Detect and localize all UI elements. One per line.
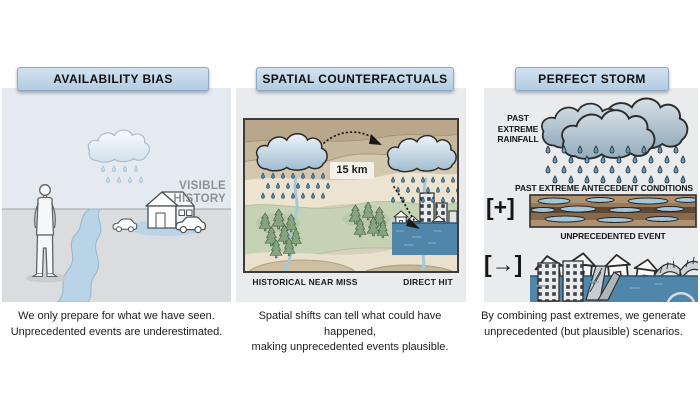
caption-line: unprecedented (but plausible) scenarios. bbox=[484, 325, 683, 338]
house-icon bbox=[145, 191, 195, 229]
plus-operator: [+] bbox=[486, 194, 515, 220]
caption-line: making unprecedented events plausible. bbox=[251, 341, 449, 353]
past-extreme-rainfall-label: PAST EXTREME RAINFALL bbox=[497, 113, 539, 144]
river-icon bbox=[57, 208, 102, 302]
historical-near-miss-label: HISTORICAL NEAR MISS bbox=[252, 277, 358, 287]
arrow-operator: [→] bbox=[484, 251, 523, 277]
caption-perfect-storm: By combining past extremes, we generate … bbox=[467, 309, 700, 340]
caption-availability-bias: We only prepare for what we have seen. U… bbox=[0, 309, 233, 340]
terrain-map-icon bbox=[243, 118, 459, 273]
availability-bias-illustration bbox=[2, 88, 231, 302]
panel-header-perfect-storm: PERFECT STORM bbox=[515, 67, 669, 91]
dashed-shift-arrow-icon bbox=[323, 131, 420, 229]
person-icon bbox=[26, 184, 68, 283]
caption-line: Spatial shifts can tell what could have … bbox=[258, 310, 442, 338]
perfect-storm-illustration bbox=[529, 97, 698, 302]
distance-label: 15 km bbox=[330, 162, 374, 179]
visible-history-annotation: VISIBLE HISTORY bbox=[142, 180, 226, 205]
caption-line: By combining past extremes, we generate bbox=[481, 310, 686, 322]
caption-line: Unprecedented events are underestimated. bbox=[10, 325, 223, 338]
flood-water bbox=[392, 223, 458, 255]
flooded-buildings-icon bbox=[530, 251, 698, 302]
caption-line: We only prepare for what we have seen. bbox=[18, 310, 215, 322]
panel-header-availability-bias: AVAILABILITY BIAS bbox=[17, 67, 209, 91]
bridge-icon bbox=[679, 260, 698, 280]
antecedent-conditions-label: PAST EXTREME ANTECEDENT CONDITIONS bbox=[515, 183, 693, 193]
panel-availability-bias: VISIBLE HISTORY bbox=[2, 88, 231, 302]
annotation-line1: VISIBLE bbox=[179, 180, 226, 192]
annotation-line2: HISTORY bbox=[173, 192, 226, 205]
panel-header-spatial-counterfactuals: SPATIAL COUNTERFACTUALS bbox=[256, 67, 454, 91]
unprecedented-event-label: UNPRECEDENTED EVENT bbox=[560, 231, 666, 241]
spatial-counterfactuals-illustration bbox=[243, 118, 459, 273]
panel-perfect-storm: PAST EXTREME RAINFALL PAST EXTREME ANTEC… bbox=[484, 88, 698, 302]
caption-spatial-counterfactuals: Spatial shifts can tell what could have … bbox=[233, 309, 467, 356]
flooded-city-icon bbox=[392, 192, 458, 255]
panel-spatial-counterfactuals: 15 km HISTORICAL NEAR MISS DIRECT HIT bbox=[236, 88, 466, 302]
wet-soil-icon bbox=[529, 194, 697, 228]
map-border bbox=[243, 118, 459, 273]
direct-hit-label: DIRECT HIT bbox=[403, 277, 453, 287]
